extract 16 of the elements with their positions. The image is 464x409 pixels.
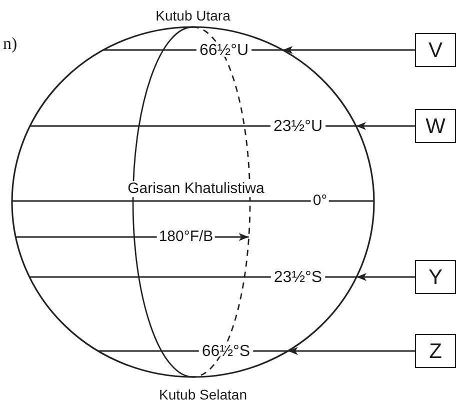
- equator-label: Garisan Khatulistiwa: [126, 181, 266, 197]
- latitude-line: 23½°S: [29, 268, 357, 286]
- arrow: [288, 347, 415, 355]
- callout-box: Z: [415, 334, 456, 368]
- pole-label: Kutub Utara: [154, 8, 232, 24]
- arrow: [356, 122, 415, 130]
- callout-box: Y: [415, 260, 456, 294]
- callout-box: W: [415, 109, 456, 143]
- callout-box: V: [415, 33, 456, 67]
- latitude-line: 66½°S: [98, 342, 288, 360]
- latitude-line: 66½°U: [103, 42, 283, 58]
- pole-label: Kutub Selatan: [157, 388, 249, 402]
- arrow: [356, 273, 415, 281]
- latitude-line: 23½°U: [30, 118, 356, 134]
- panel-label: n): [1, 35, 20, 53]
- arrow: [282, 46, 415, 54]
